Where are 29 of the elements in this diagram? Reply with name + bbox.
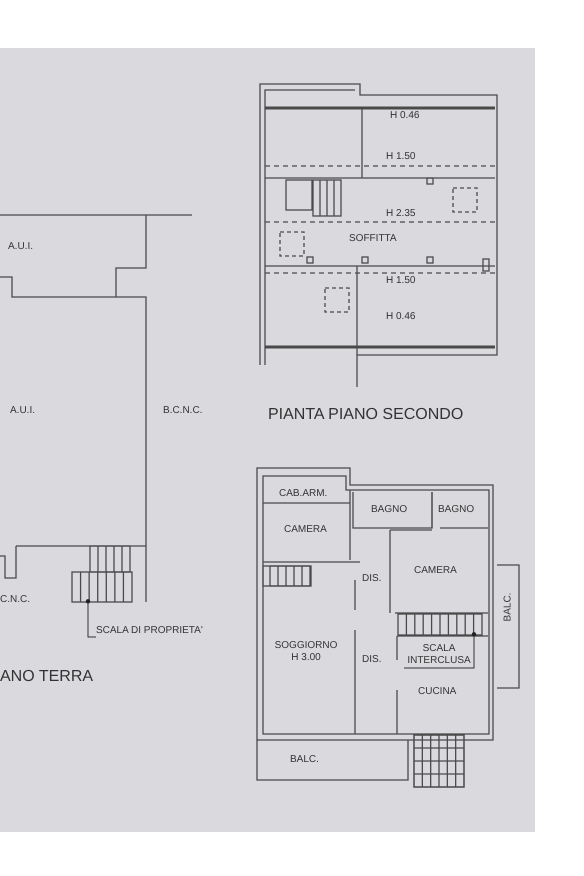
height-label: H 0.46 bbox=[386, 311, 416, 323]
room-label: SOFFITTA bbox=[349, 233, 397, 245]
room-label: CUCINA bbox=[418, 686, 456, 698]
plan-title: PIANTA PIANO SECONDO bbox=[268, 405, 464, 425]
room-label: BAGNO bbox=[371, 504, 408, 516]
height-label: H 0.46 bbox=[390, 110, 420, 122]
staircase-drawing bbox=[397, 613, 483, 636]
stair-label: SCALA DI PROPRIETA' bbox=[96, 625, 204, 637]
leader-line bbox=[404, 632, 476, 668]
area-label: B.C.N.C. bbox=[163, 405, 202, 417]
height-label: H 1.50 bbox=[386, 151, 416, 163]
room-label: BALC. bbox=[290, 754, 319, 766]
leader-line bbox=[86, 599, 96, 638]
room-label: BAGNO bbox=[438, 504, 474, 516]
height-label: H 2.35 bbox=[386, 208, 416, 220]
room-label: CAMERA bbox=[284, 524, 327, 536]
room-label: CAB.ARM. bbox=[279, 488, 328, 500]
area-label: C.N.C. bbox=[0, 594, 30, 606]
area-label: A.U.I. bbox=[10, 405, 36, 417]
room-label: BALC. bbox=[502, 592, 514, 622]
room-label: DIS. bbox=[362, 573, 382, 585]
area-label: A.U.I. bbox=[8, 241, 34, 253]
height-label: H 1.50 bbox=[386, 275, 416, 287]
plan-title: ANO TERRA bbox=[0, 667, 94, 687]
room-label: CAMERA bbox=[414, 565, 457, 577]
stair-label: SCALA INTERCLUSA bbox=[406, 643, 472, 667]
room-label: SOGGIORNO H 3.00 bbox=[274, 640, 338, 664]
room-label: DIS. bbox=[362, 654, 382, 666]
staircase-drawing bbox=[71, 545, 133, 603]
